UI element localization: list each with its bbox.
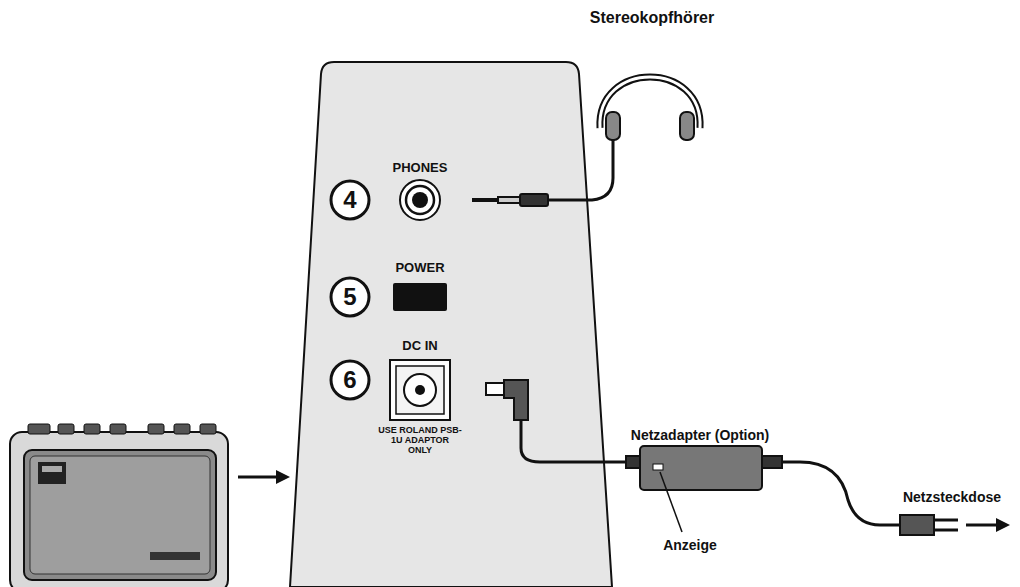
part-name: Netzadapter (Option) [631, 428, 769, 443]
arrow-head [276, 470, 290, 484]
part-name: Anzeige [663, 538, 717, 553]
port-name: POWER [395, 261, 444, 275]
ac-adapter [486, 380, 958, 535]
power-switch [393, 283, 447, 311]
port-name: DC IN [402, 339, 437, 353]
callout-circles [331, 181, 369, 399]
amp-device [10, 424, 228, 587]
headphones [472, 77, 700, 206]
pointer-arrow [238, 476, 278, 479]
callout-number: 5 [343, 284, 356, 310]
port-name: PHONES [393, 161, 448, 175]
warning-note: USE ROLAND PSB-1U ADAPTOR ONLY [378, 426, 462, 456]
dc-in-jack [390, 360, 450, 420]
leader-line [660, 472, 682, 532]
part-name: Netzsteckdose [903, 490, 1001, 505]
callout-number: 6 [343, 367, 356, 393]
outlet-arrow [966, 524, 996, 527]
callout-number: 4 [343, 187, 356, 213]
side-panel [290, 62, 612, 587]
phones-jack [400, 180, 440, 220]
arrow-head [996, 518, 1010, 532]
part-name: Stereokopfhörer [590, 9, 714, 27]
